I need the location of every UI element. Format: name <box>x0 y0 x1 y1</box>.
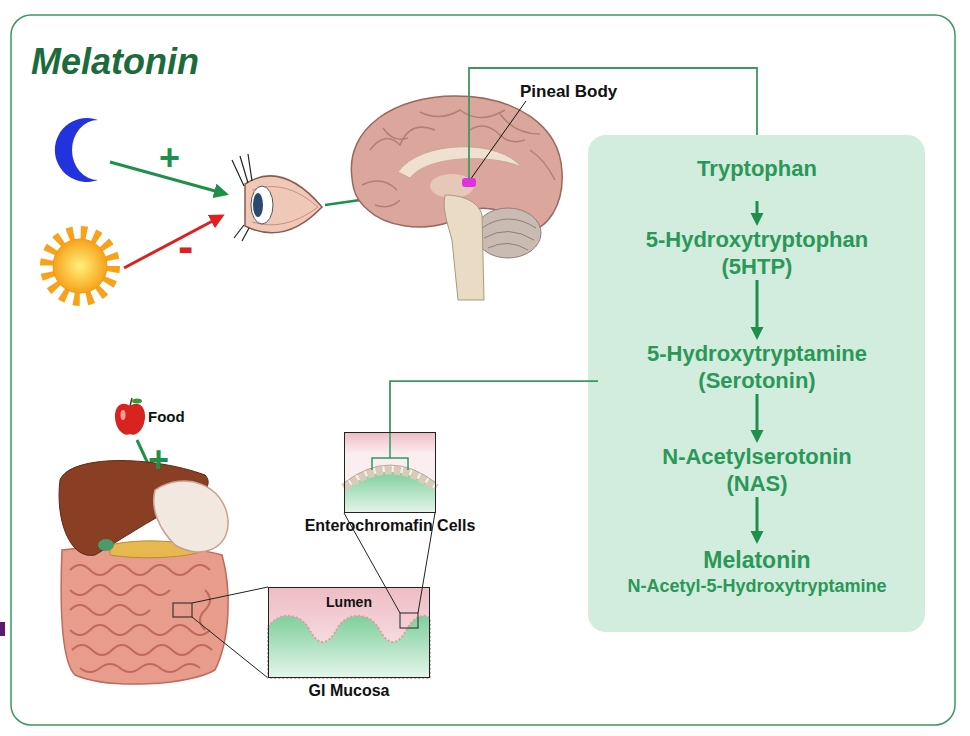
zoom-inset: LumenGI Mucosa <box>268 587 430 678</box>
connector-path <box>390 381 598 432</box>
pineal-body: Pineal Body <box>462 178 476 187</box>
compound-name: 5-Hydroxytryptophan <box>646 226 868 253</box>
compound-name: 5-Hydroxytryptamine <box>647 340 867 367</box>
inset-label: GI Mucosa <box>309 682 390 700</box>
outer-frame <box>11 15 955 725</box>
digestive-illustration <box>59 461 228 684</box>
pathway-step: 5-Hydroxytryptamine(Serotonin) <box>598 340 916 394</box>
leader-line <box>470 101 526 180</box>
eye-symbol <box>232 154 322 241</box>
connector-line <box>469 68 757 178</box>
arrow-head <box>751 213 764 226</box>
pathway-step: Tryptophan <box>598 135 916 201</box>
pathway-arrow <box>751 280 764 340</box>
zoom-line <box>192 617 268 678</box>
connector-path <box>756 394 759 430</box>
sun-symbol <box>47 233 113 299</box>
input-label: Food <box>148 409 185 424</box>
edge-mark <box>0 622 5 636</box>
pathway-arrow <box>751 394 764 443</box>
plus-sign: + <box>148 442 169 478</box>
zoom-line <box>192 587 268 603</box>
connector-path <box>756 201 759 213</box>
apple-symbol <box>115 398 145 435</box>
mucosa-illustration <box>268 587 430 678</box>
pathway-panel <box>588 135 925 632</box>
compound-name: Tryptophan <box>697 155 817 182</box>
brain-illustration <box>351 96 562 300</box>
pathway-step: 5-Hydroxytryptophan(5HTP) <box>598 226 916 280</box>
minus-sign: - <box>178 223 193 269</box>
diagram-title: Melatonin <box>31 44 199 80</box>
pathway-arrow <box>751 497 764 544</box>
light-arrow <box>124 216 222 268</box>
moon-symbol <box>55 118 98 182</box>
compound-abbreviation: (5HTP) <box>722 253 793 280</box>
arrow-head <box>751 327 764 340</box>
connector-path <box>469 68 757 178</box>
arrow-head <box>751 531 764 544</box>
pathway-arrow <box>751 201 764 226</box>
chemical-name: N-Acetyl-5-Hydroxytryptamine <box>627 574 886 598</box>
cell-illustration <box>344 432 436 513</box>
compound-name: N-Acetylserotonin <box>662 443 851 470</box>
compound-abbreviation: (Serotonin) <box>698 367 815 394</box>
pathway-step: MelatoninN-Acetyl-5-Hydroxytryptamine <box>592 544 922 600</box>
region-label: Lumen <box>326 594 372 610</box>
plus-sign: + <box>159 140 180 176</box>
inset-label: Enterochromafin Cells <box>305 517 476 535</box>
compound-abbreviation: (NAS) <box>726 470 787 497</box>
part-label: Pineal Body <box>520 82 617 102</box>
zoom-inset: Enterochromafin Cells <box>344 432 436 513</box>
arrow-head <box>751 430 764 443</box>
connector-line <box>390 381 598 432</box>
compound-name: Melatonin <box>703 547 810 574</box>
connector-path <box>756 497 759 531</box>
pathway-step: N-Acetylserotonin(NAS) <box>598 443 916 497</box>
connector-path <box>756 280 759 327</box>
